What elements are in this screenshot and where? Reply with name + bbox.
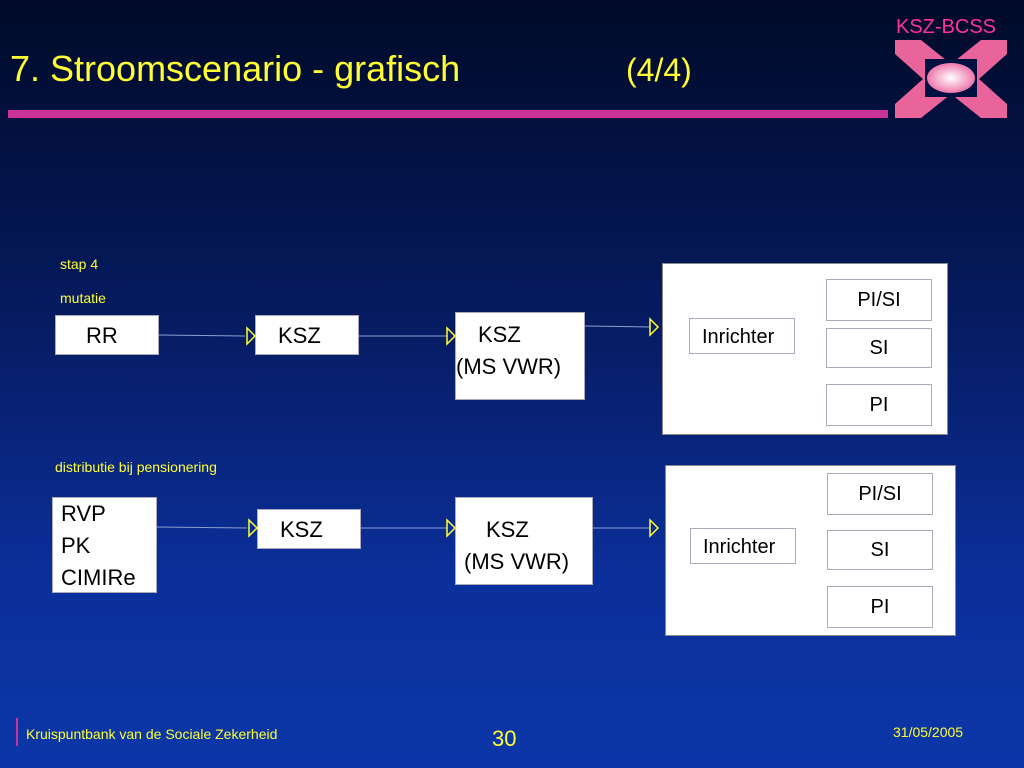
arrow-head-icon: [446, 326, 457, 346]
target-pi-1: PI: [826, 384, 932, 426]
ksz-label-1: KSZ: [278, 323, 321, 348]
target-panel-1: Inrichter PI/SI SI PI: [662, 263, 948, 435]
rr-label: RR: [86, 323, 118, 348]
inrichter-box-1: Inrichter: [689, 318, 795, 354]
target-si-2: SI: [827, 530, 933, 570]
step-label: stap 4: [60, 256, 99, 272]
arrow-head-icon: [248, 518, 259, 538]
connector-sources-ksz: [156, 526, 248, 529]
target-si-1: SI: [826, 328, 932, 368]
target-si-label-2: SI: [870, 539, 890, 561]
connector-rr-ksz: [158, 334, 246, 337]
inrichter-label-2: Inrichter: [703, 536, 776, 558]
rr-box: RR: [55, 315, 159, 355]
target-pi-2: PI: [827, 586, 933, 628]
title-underline: [8, 110, 888, 118]
footer-page-number: 30: [492, 726, 517, 751]
page-title: 7. Stroomscenario - grafisch: [10, 48, 461, 89]
ksz-vwr-line1-1: KSZ: [478, 322, 521, 347]
sources-box: RVP PK CIMIRe: [52, 497, 157, 593]
ksz-box-2: KSZ: [257, 509, 361, 549]
target-pisi-1: PI/SI: [826, 279, 932, 321]
footer-date: 31/05/2005: [893, 724, 964, 740]
page-indicator: (4/4): [626, 52, 692, 88]
ksz-vwr-box-1: KSZ (MS VWR): [455, 312, 585, 400]
target-pisi-2: PI/SI: [827, 473, 933, 515]
target-pisi-label-1: PI/SI: [857, 289, 901, 311]
connector-vwr-panel-1: [584, 325, 651, 328]
ksz-logo-icon: [895, 40, 1007, 118]
arrow-head-icon: [246, 326, 257, 346]
source-pk: PK: [61, 533, 91, 558]
ksz-label-2: KSZ: [280, 517, 323, 542]
ksz-box-1: KSZ: [255, 315, 359, 355]
inrichter-label-1: Inrichter: [702, 326, 775, 348]
ksz-vwr-line1-2: KSZ: [486, 517, 529, 542]
scenario1-label: mutatie: [60, 290, 106, 306]
footer-organization: Kruispuntbank van de Sociale Zekerheid: [26, 726, 278, 742]
target-pisi-label-2: PI/SI: [858, 483, 902, 505]
arrow-head-icon: [649, 317, 660, 337]
footer-accent-bar: [16, 718, 18, 746]
target-si-label-1: SI: [869, 337, 889, 359]
target-panel-2: Inrichter PI/SI SI PI: [665, 465, 956, 636]
source-cimire: CIMIRe: [61, 565, 136, 590]
inrichter-box-2: Inrichter: [690, 528, 796, 564]
arrow-head-icon: [446, 518, 457, 538]
scenario2-label: distributie bij pensionering: [55, 459, 217, 475]
source-rvp: RVP: [61, 501, 106, 526]
arrow-head-icon: [649, 518, 660, 538]
ksz-vwr-box-2: KSZ (MS VWR): [455, 497, 593, 585]
target-pi-label-2: PI: [870, 596, 890, 618]
ksz-vwr-line2-1: (MS VWR): [456, 354, 562, 379]
ksz-vwr-line2-2: (MS VWR): [464, 549, 570, 574]
logo-text: KSZ-BCSS: [896, 16, 997, 38]
target-pi-label-1: PI: [869, 394, 889, 416]
